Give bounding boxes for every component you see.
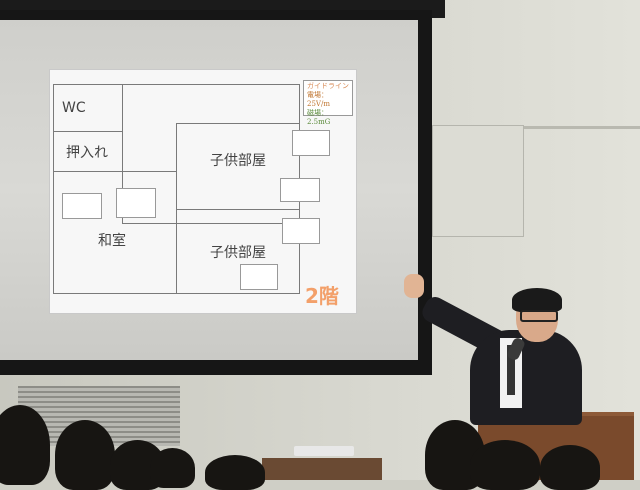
presenter-hand	[404, 274, 424, 298]
room-label-closet: 押入れ	[66, 145, 108, 161]
audience-head	[150, 448, 195, 488]
audience-head	[205, 455, 265, 490]
audience-head	[55, 420, 115, 490]
legend-title: ガイドライン	[307, 82, 349, 90]
measurement-note	[240, 264, 278, 290]
floor-plan-slide: WC 押入れ 子供部屋 和室 子供部屋 ガイドライン 電場：25V/m 磁場：2…	[50, 70, 356, 313]
guideline-legend: ガイドライン 電場：25V/m 磁場：2.5mG	[303, 80, 353, 126]
presenter-glasses	[520, 310, 558, 322]
table	[262, 458, 382, 480]
audience-head	[0, 405, 50, 485]
wall-trim	[432, 126, 640, 129]
room-kids-2	[176, 209, 300, 294]
legend-magnetic: 磁場：2.5mG	[307, 109, 331, 126]
audience-head	[540, 445, 600, 490]
room-label-kids-1: 子供部屋	[210, 153, 266, 169]
presenter-suit	[470, 330, 582, 425]
measurement-note	[62, 193, 102, 219]
measurement-note	[292, 130, 330, 156]
legend-electric: 電場：25V/m	[307, 91, 330, 108]
measurement-note	[280, 178, 320, 202]
measurement-note	[282, 218, 320, 244]
laptop	[294, 446, 354, 456]
audience-head	[470, 440, 540, 490]
room-label-wc: WC	[62, 100, 86, 116]
presenter-tie	[507, 345, 515, 395]
room-label-kids-2: 子供部屋	[210, 245, 266, 261]
floor-label: 2階	[305, 284, 339, 308]
room-label-washitsu: 和室	[98, 233, 126, 249]
measurement-note	[116, 188, 156, 218]
wall-panel	[432, 125, 524, 237]
presenter-hair	[512, 288, 562, 312]
